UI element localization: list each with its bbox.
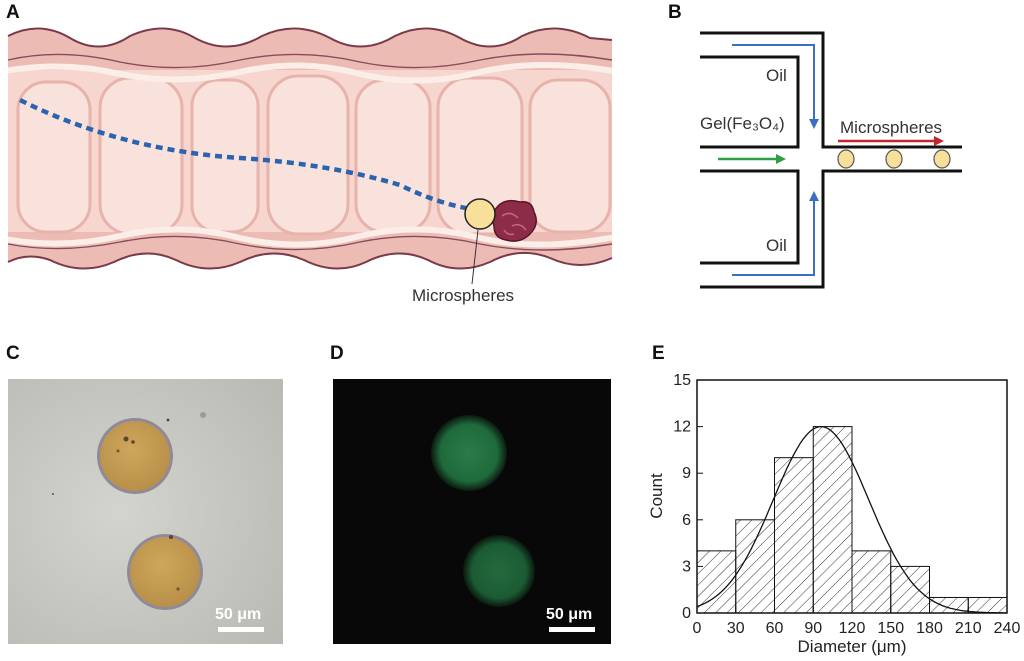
scale-bar-c: 50 μm [215,606,264,632]
brightfield-microsphere-1 [97,418,173,494]
x-tick-label: 210 [955,620,982,637]
histogram-bar-120-150 [851,550,892,614]
microspheres-label-b: Microspheres [840,118,942,137]
channel-microspheres [837,149,951,169]
gaussian-fit-curve [696,425,1007,614]
histogram-bar-30-60 [735,519,775,614]
scale-bar-d: 50 μm [546,606,595,632]
panel-letter-b: B [668,2,682,23]
x-tick-label: 120 [839,620,866,637]
panel-letter-d: D [330,343,344,364]
x-tick-label: 240 [994,620,1021,637]
channel-walls [700,31,962,289]
histogram-bar-60-90 [774,457,814,614]
y-tick-label: 3 [682,558,691,575]
x-tick-label: 60 [766,620,784,637]
x-axis-title: Diameter (μm) [798,637,907,656]
histogram-bar-150-180 [890,565,930,614]
svg-text:50 μm: 50 μm [546,606,592,623]
panel-letter-c: C [6,343,20,364]
panel-e-histogram: 0 30 60 90 120 150 180 210 240 0 3 6 9 12 15 Diameter… [647,372,1021,656]
histogram-bar-90-120 [812,426,853,614]
y-tick-label: 6 [682,512,691,529]
brightfield-microsphere-2 [127,534,203,610]
panel-b-microfluidic: Oil Gel(Fe₃O₄) Microspheres Oil [700,31,962,289]
y-axis-title: Count [647,473,666,519]
histogram-bar-210-240 [967,596,1008,614]
x-tick-label: 180 [916,620,943,637]
microspheres-label-a: Microspheres [412,286,514,305]
panel-a-intestine: Microspheres [7,27,613,305]
gel-flow-arrow [718,154,786,164]
panel-c-brightfield: 50 μm [8,379,283,644]
tumor [491,199,537,242]
oil-label-bottom: Oil [766,236,787,255]
y-tick-label: 12 [673,419,691,436]
output-flow-arrow [838,136,944,146]
x-tick-label: 90 [804,620,822,637]
panel-letter-e: E [652,343,665,364]
panel-d-fluorescence: 50 μm [333,379,611,644]
oil-flow-arrow-bottom [732,191,819,276]
oil-flow-arrow-top [732,44,819,129]
x-tick-label: 150 [877,620,904,637]
oil-label-top: Oil [766,66,787,85]
y-tick-label: 9 [682,465,691,482]
delivery-path [18,97,479,213]
x-tick-label: 0 [693,620,702,637]
svg-text:50 μm: 50 μm [215,606,261,623]
panel-letter-a: A [6,2,20,23]
gel-label: Gel(Fe₃O₄) [700,114,785,133]
fluorescent-microsphere-1 [431,415,507,491]
fluorescent-microsphere-2 [463,535,535,607]
y-tick-label: 0 [682,605,691,622]
microsphere-leader-line [471,229,479,285]
y-tick-label: 15 [673,372,691,389]
x-tick-label: 30 [727,620,745,637]
microsphere-target [464,198,496,230]
